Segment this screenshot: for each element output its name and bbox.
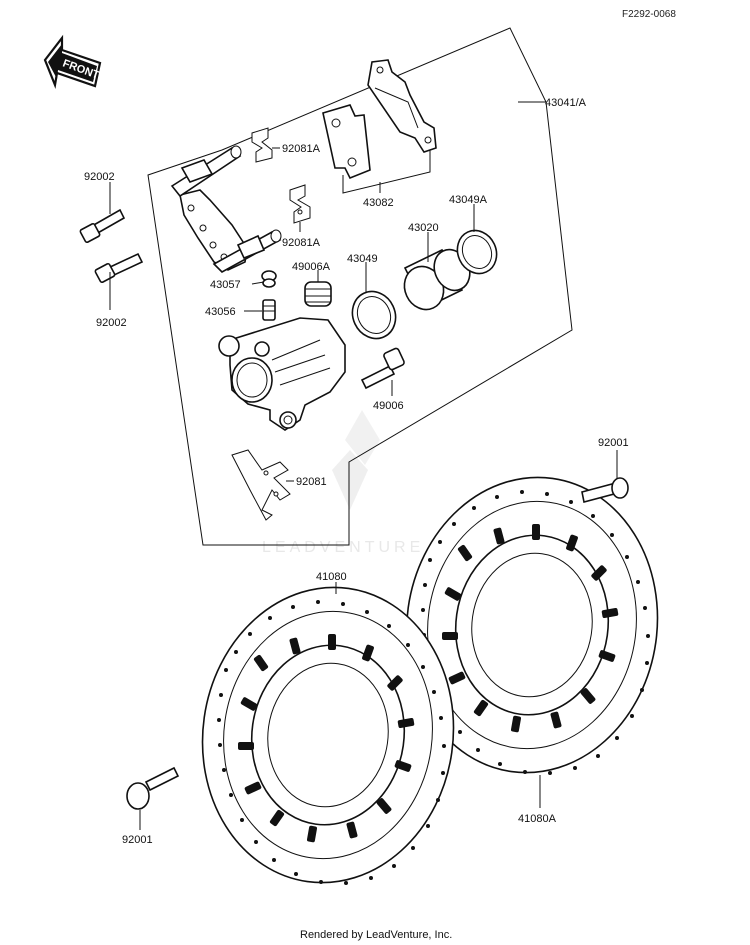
bleeder-valve [262, 299, 276, 321]
bolt-92002-top [79, 208, 126, 244]
callout-43049: 43049 [347, 253, 378, 265]
disc-bolt-left [126, 766, 180, 810]
callout-49006a: 49006A [292, 261, 331, 273]
callout-92081: 92081 [296, 476, 327, 488]
callout-92081a-middle: 92081A [282, 237, 321, 249]
brake-pad-front [322, 104, 371, 180]
watermark: LEADVENTURE [262, 410, 424, 556]
callout-92081a-top: 92081A [282, 143, 321, 155]
piston-seal [351, 290, 397, 340]
front-arrow-icon: FRONT [43, 34, 102, 90]
bolt-92002-bottom [94, 252, 144, 284]
disc-bolt-right [581, 477, 629, 503]
pad-shim-top [251, 127, 273, 163]
caliper-body [218, 317, 346, 431]
bleeder-cap [261, 270, 277, 288]
dust-boot [304, 281, 332, 307]
callout-43082: 43082 [363, 197, 394, 209]
brake-disc-right [405, 476, 659, 775]
brake-pad-rear [367, 59, 437, 153]
callout-92002-top: 92002 [84, 171, 115, 183]
footer-credit: Rendered by LeadVenture, Inc. [300, 929, 452, 941]
pad-spring [231, 449, 291, 521]
callout-43041-a: 43041/A [545, 97, 587, 109]
pad-shim-middle [289, 184, 311, 224]
caliper-pin-bolt [360, 347, 405, 390]
callout-92001-right: 92001 [598, 437, 629, 449]
callout-43056: 43056 [205, 306, 236, 318]
callout-43049a: 43049A [449, 194, 488, 206]
callout-49006: 49006 [373, 400, 404, 412]
dust-seal [456, 229, 498, 275]
brake-disc-left [201, 586, 455, 885]
callout-92002-bottom: 92002 [96, 317, 127, 329]
callout-41080: 41080 [316, 571, 347, 583]
caliper-bracket [170, 145, 282, 273]
figure-code: F2292-0068 [622, 9, 676, 20]
callout-92001-left: 92001 [122, 834, 153, 846]
leader-lines [109, 101, 618, 830]
caliper-assembly-outline [147, 27, 573, 546]
watermark-text: LEADVENTURE [262, 539, 424, 556]
callout-43057: 43057 [210, 279, 241, 291]
callout-43020: 43020 [408, 222, 439, 234]
callout-41080a: 41080A [518, 813, 557, 825]
